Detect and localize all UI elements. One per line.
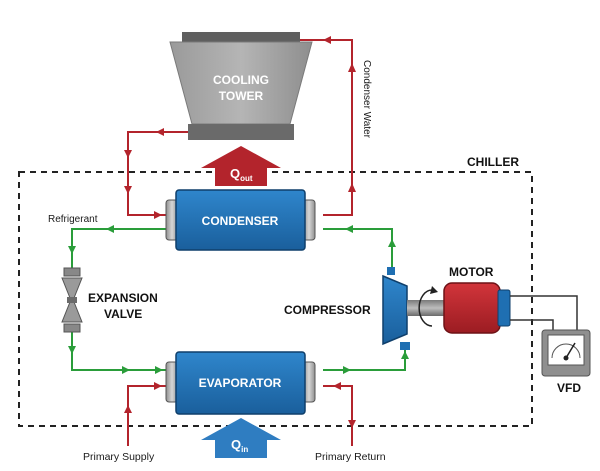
arrow-left-icon <box>156 128 164 136</box>
rotation-arrow-icon <box>418 289 433 327</box>
arrow-left-icon <box>333 382 341 390</box>
condenser-vessel <box>175 189 306 251</box>
arrow-up-icon <box>388 239 396 247</box>
arrow-down-icon <box>348 420 356 428</box>
arrow-right-icon <box>122 366 130 374</box>
condenser-water-arrows <box>124 36 356 219</box>
arrow-left-icon <box>323 36 331 44</box>
expansion-valve-label-line2: VALVE <box>104 307 142 321</box>
primary-supply-label: Primary Supply <box>83 451 155 463</box>
cooling-tower-label-line2: TOWER <box>219 89 264 103</box>
arrow-right-icon <box>154 211 162 219</box>
motor <box>443 282 511 334</box>
evaporator: EVAPORATOR <box>165 351 316 415</box>
arrow-right-icon <box>343 366 351 374</box>
primary-return-label: Primary Return <box>315 451 386 463</box>
tower-basin <box>188 124 294 140</box>
arrow-down-icon <box>68 246 76 254</box>
arrow-up-icon <box>401 351 409 359</box>
arrow-down-icon <box>68 346 76 354</box>
heat-out-arrow: Qout <box>201 146 281 186</box>
arrow-right-icon <box>154 382 162 390</box>
q-out-symbol: Qout <box>230 166 253 183</box>
expansion-valve <box>61 267 83 333</box>
motor-label: MOTOR <box>449 265 494 279</box>
evaporator-label: EVAPORATOR <box>199 376 282 390</box>
vfd <box>541 329 591 377</box>
primary-water-arrows <box>124 382 356 428</box>
rotation-arrowhead-icon <box>430 286 438 294</box>
refrigerant-arrows <box>68 225 409 374</box>
cooling-tower: COOLING TOWER <box>169 32 313 140</box>
arrow-up-icon <box>124 405 132 413</box>
condenser-label: CONDENSER <box>202 214 279 228</box>
arrow-right-icon <box>155 366 163 374</box>
arrow-up-icon <box>348 63 356 72</box>
expansion-valve-label-line1: EXPANSION <box>88 291 158 305</box>
compressor-label: COMPRESSOR <box>284 303 371 317</box>
arrow-left-icon <box>345 225 353 233</box>
gauge-needle-icon <box>565 342 576 359</box>
evaporator-vessel <box>175 351 306 415</box>
arrow-down-icon <box>124 186 132 194</box>
condenser: CONDENSER <box>165 189 316 251</box>
chiller-title: CHILLER <box>467 155 519 169</box>
tower-top-rim <box>182 32 300 42</box>
vfd-label: VFD <box>557 381 581 395</box>
heat-in-arrow: Qin <box>201 418 281 458</box>
drive-shaft <box>407 300 447 316</box>
arrow-down-icon <box>124 150 132 158</box>
arrow-up-icon <box>348 183 356 192</box>
refrigerant-label: Refrigerant <box>48 214 98 225</box>
condenser-water-label: Condenser Water <box>361 60 372 139</box>
compressor <box>382 267 410 350</box>
arrow-left-icon <box>106 225 114 233</box>
vfd-wiring <box>510 295 578 330</box>
q-in-symbol: Qin <box>231 437 248 454</box>
cooling-tower-label-line1: COOLING <box>213 73 269 87</box>
chiller-boundary <box>18 171 533 427</box>
